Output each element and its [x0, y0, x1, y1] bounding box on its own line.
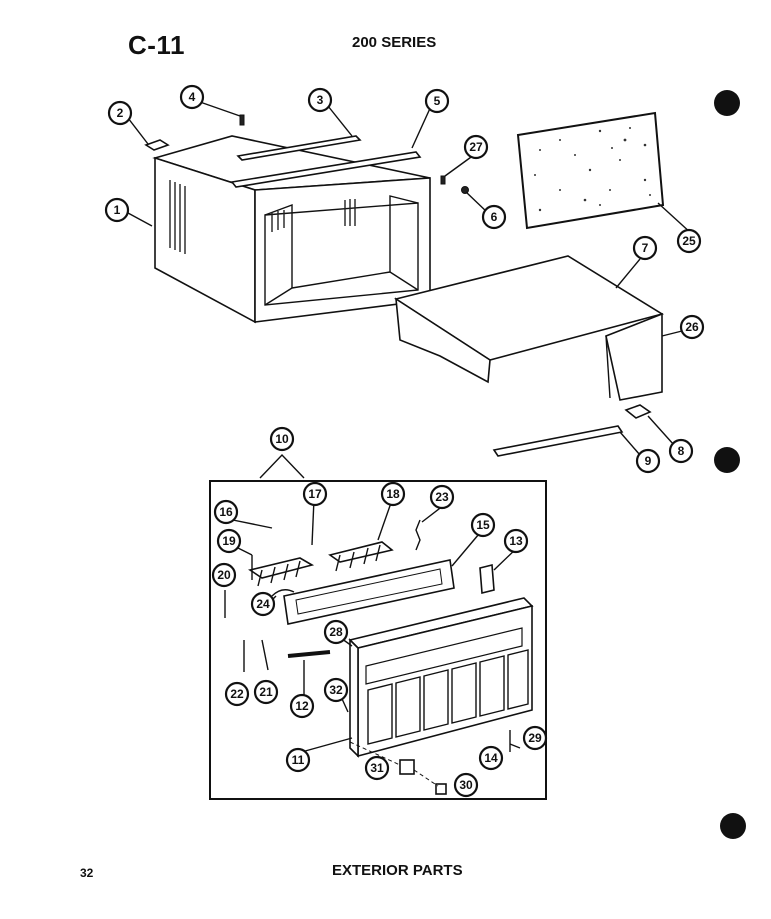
filter-panel [516, 111, 665, 230]
svg-text:8: 8 [678, 444, 685, 458]
svg-text:23: 23 [435, 490, 449, 504]
svg-text:20: 20 [217, 568, 231, 582]
page-number: 32 [80, 866, 94, 880]
svg-text:10: 10 [275, 432, 289, 446]
callout-23: 23 [429, 484, 455, 510]
svg-text:18: 18 [386, 487, 400, 501]
top-cover [394, 255, 664, 401]
knob-24 [271, 589, 295, 597]
callout-1: 1 [104, 197, 130, 223]
svg-text:4: 4 [189, 90, 196, 104]
series-title: 200 SERIES [352, 34, 437, 51]
footer-title: EXTERIOR PARTS [332, 862, 463, 879]
bracket-13 [479, 563, 495, 595]
screw-4 [239, 114, 245, 126]
callout-31: 31 [364, 755, 390, 781]
svg-text:24: 24 [256, 597, 270, 611]
svg-text:11: 11 [292, 753, 305, 767]
clip-2 [144, 139, 170, 151]
front-assembly-box [209, 480, 547, 800]
svg-text:2: 2 [117, 106, 124, 120]
callout-20: 20 [211, 562, 237, 588]
callout-22: 22 [224, 681, 250, 707]
svg-text:25: 25 [682, 234, 696, 248]
control-bracket-right [328, 541, 394, 563]
callout-6: 6 [481, 204, 507, 230]
binder-hole-bottom [720, 813, 746, 839]
callout-7: 7 [632, 235, 658, 261]
svg-text:21: 21 [259, 685, 273, 699]
pin-21 [261, 639, 269, 671]
callout-13: 13 [503, 528, 529, 554]
svg-text:5: 5 [434, 94, 441, 108]
part-30 [435, 783, 447, 795]
callout-21: 21 [253, 679, 279, 705]
part-31 [399, 759, 415, 775]
callout-4: 4 [179, 84, 205, 110]
callout-17: 17 [302, 481, 328, 507]
callout-2: 2 [107, 100, 133, 126]
svg-text:3: 3 [317, 93, 324, 107]
svg-text:22: 22 [230, 687, 244, 701]
callout-10: 10 [269, 426, 295, 452]
binder-hole-middle [714, 447, 740, 473]
spring-23 [415, 519, 421, 551]
svg-text:13: 13 [509, 534, 523, 548]
callout-18: 18 [380, 481, 406, 507]
svg-text:14: 14 [484, 751, 498, 765]
svg-text:7: 7 [642, 241, 649, 255]
svg-text:30: 30 [459, 778, 473, 792]
callout-29: 29 [522, 725, 548, 751]
bracket-8 [624, 404, 652, 419]
callout-11: 11 [285, 747, 311, 773]
svg-text:19: 19 [222, 534, 236, 548]
bar-12 [287, 650, 331, 658]
callout-9: 9 [635, 448, 661, 474]
front-grille [348, 597, 534, 758]
svg-text:27: 27 [469, 140, 483, 154]
svg-text:32: 32 [329, 683, 343, 697]
svg-text:26: 26 [685, 320, 699, 334]
cabinet-shell [152, 135, 431, 324]
callout-25: 25 [676, 228, 702, 254]
svg-text:31: 31 [370, 761, 384, 775]
rail-3 [236, 135, 362, 161]
svg-text:28: 28 [329, 625, 343, 639]
callout-27: 27 [463, 134, 489, 160]
callout-14: 14 [478, 745, 504, 771]
callout-19: 19 [216, 528, 242, 554]
binder-hole-top [714, 90, 740, 116]
fastener-27 [440, 175, 446, 185]
callout-3: 3 [307, 87, 333, 113]
strip-9 [492, 425, 624, 457]
svg-text:16: 16 [219, 505, 233, 519]
svg-text:17: 17 [308, 487, 322, 501]
svg-text:12: 12 [295, 699, 309, 713]
svg-text:6: 6 [491, 210, 498, 224]
svg-text:15: 15 [476, 518, 490, 532]
callout-30: 30 [453, 772, 479, 798]
callout-16: 16 [213, 499, 239, 525]
svg-text:9: 9 [645, 454, 652, 468]
control-bracket-left [248, 557, 315, 579]
svg-text:29: 29 [528, 731, 542, 745]
callout-12: 12 [289, 693, 315, 719]
svg-text:1: 1 [114, 203, 121, 217]
callout-32: 32 [323, 677, 349, 703]
callout-24: 24 [250, 591, 276, 617]
callout-5: 5 [424, 88, 450, 114]
callout-15: 15 [470, 512, 496, 538]
callout-28: 28 [323, 619, 349, 645]
page-code: C-11 [128, 30, 185, 60]
callout-8: 8 [668, 438, 694, 464]
callout-26: 26 [679, 314, 705, 340]
rail-5 [230, 151, 422, 188]
